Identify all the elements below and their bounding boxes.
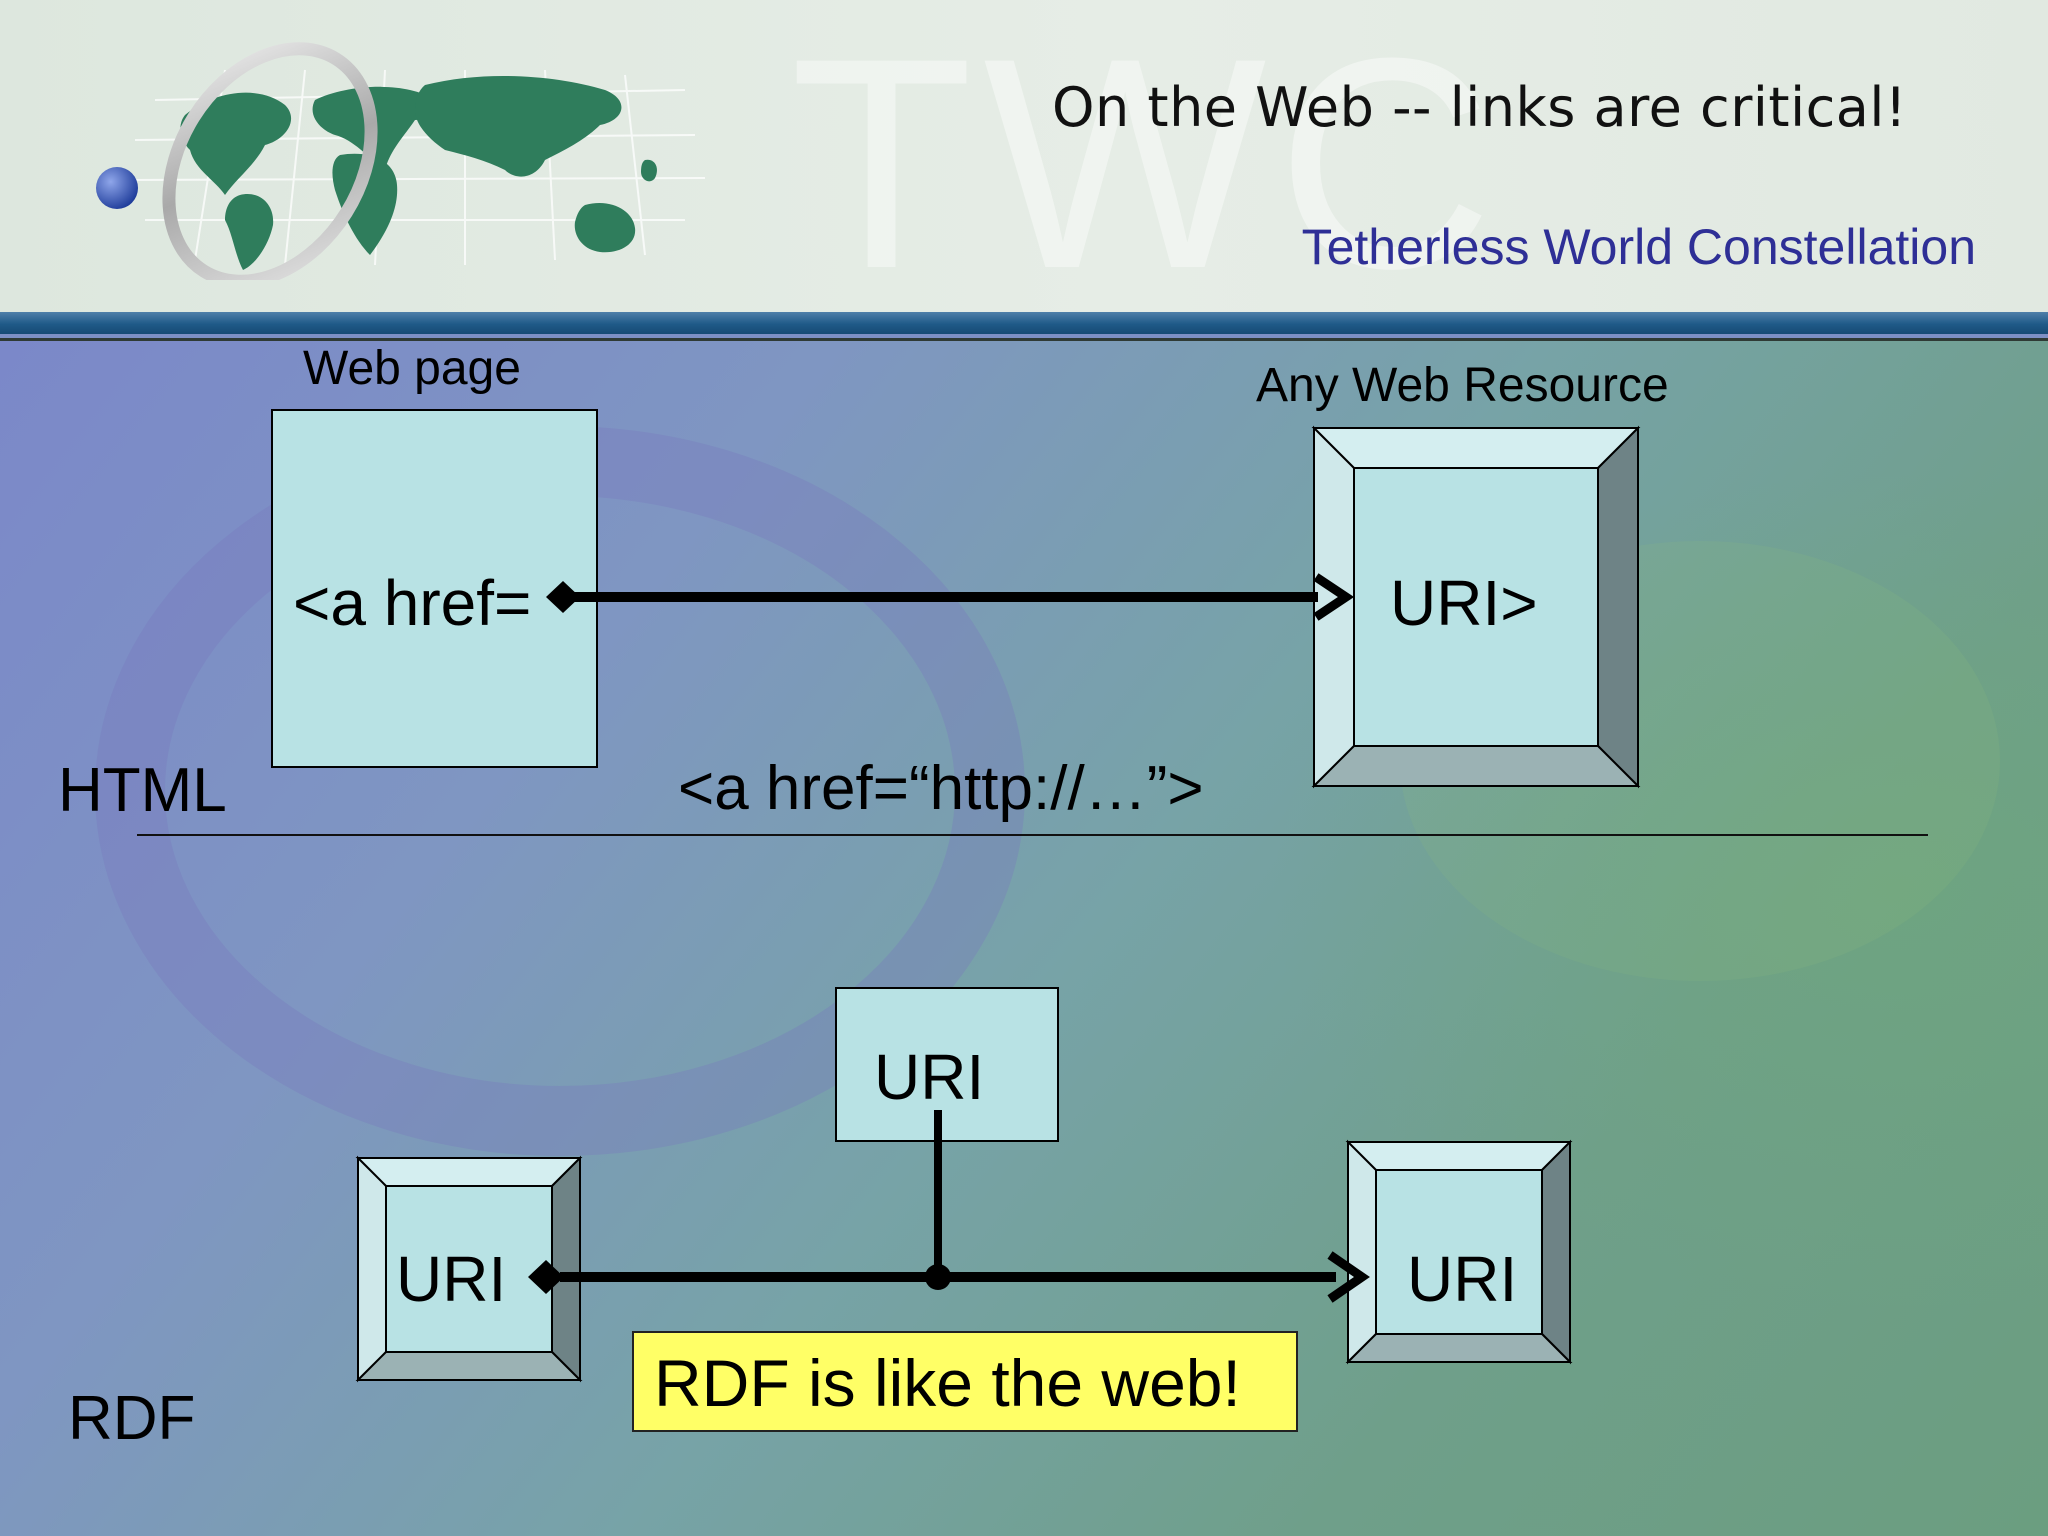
header: TWC bbox=[0, 0, 2048, 331]
web-page-box bbox=[271, 409, 598, 768]
slide-title: On the Web -- links are critical! bbox=[1052, 76, 1908, 139]
href-example: <a href=“http://…”> bbox=[678, 754, 1204, 823]
watermark: TWC bbox=[790, 0, 1504, 331]
rdf-junction-dot bbox=[925, 1264, 951, 1290]
web-resource-box bbox=[1311, 425, 1641, 789]
arrowhead-icon bbox=[1313, 573, 1355, 621]
rdf-subject-uri: URI bbox=[396, 1243, 507, 1315]
rdf-callout-box: RDF is like the web! bbox=[632, 1331, 1298, 1432]
rdf-object-box bbox=[1345, 1139, 1573, 1365]
web-page-caption: Web page bbox=[303, 342, 521, 395]
rdf-callout-text: RDF is like the web! bbox=[654, 1346, 1241, 1420]
globe-logo-icon bbox=[96, 42, 705, 280]
web-resource-caption: Any Web Resource bbox=[1256, 359, 1669, 412]
header-divider bbox=[0, 338, 2048, 341]
rdf-section-label: RDF bbox=[68, 1384, 196, 1453]
link-start-diamond-icon bbox=[546, 581, 580, 613]
anchor-fragment: <a href= bbox=[293, 567, 532, 639]
html-section-label: HTML bbox=[58, 756, 227, 825]
organization-name: Tetherless World Constellation bbox=[1301, 219, 1976, 275]
rdf-subject-box bbox=[355, 1155, 583, 1383]
rdf-start-diamond-icon bbox=[528, 1260, 564, 1294]
rdf-predicate-uri: URI bbox=[874, 1041, 985, 1113]
rdf-object-uri: URI bbox=[1407, 1243, 1518, 1315]
uri-target-text: URI> bbox=[1390, 567, 1538, 639]
rdf-arrowhead-icon bbox=[1327, 1251, 1370, 1303]
header-band bbox=[0, 312, 2048, 334]
rdf-predicate-box bbox=[835, 987, 1059, 1142]
